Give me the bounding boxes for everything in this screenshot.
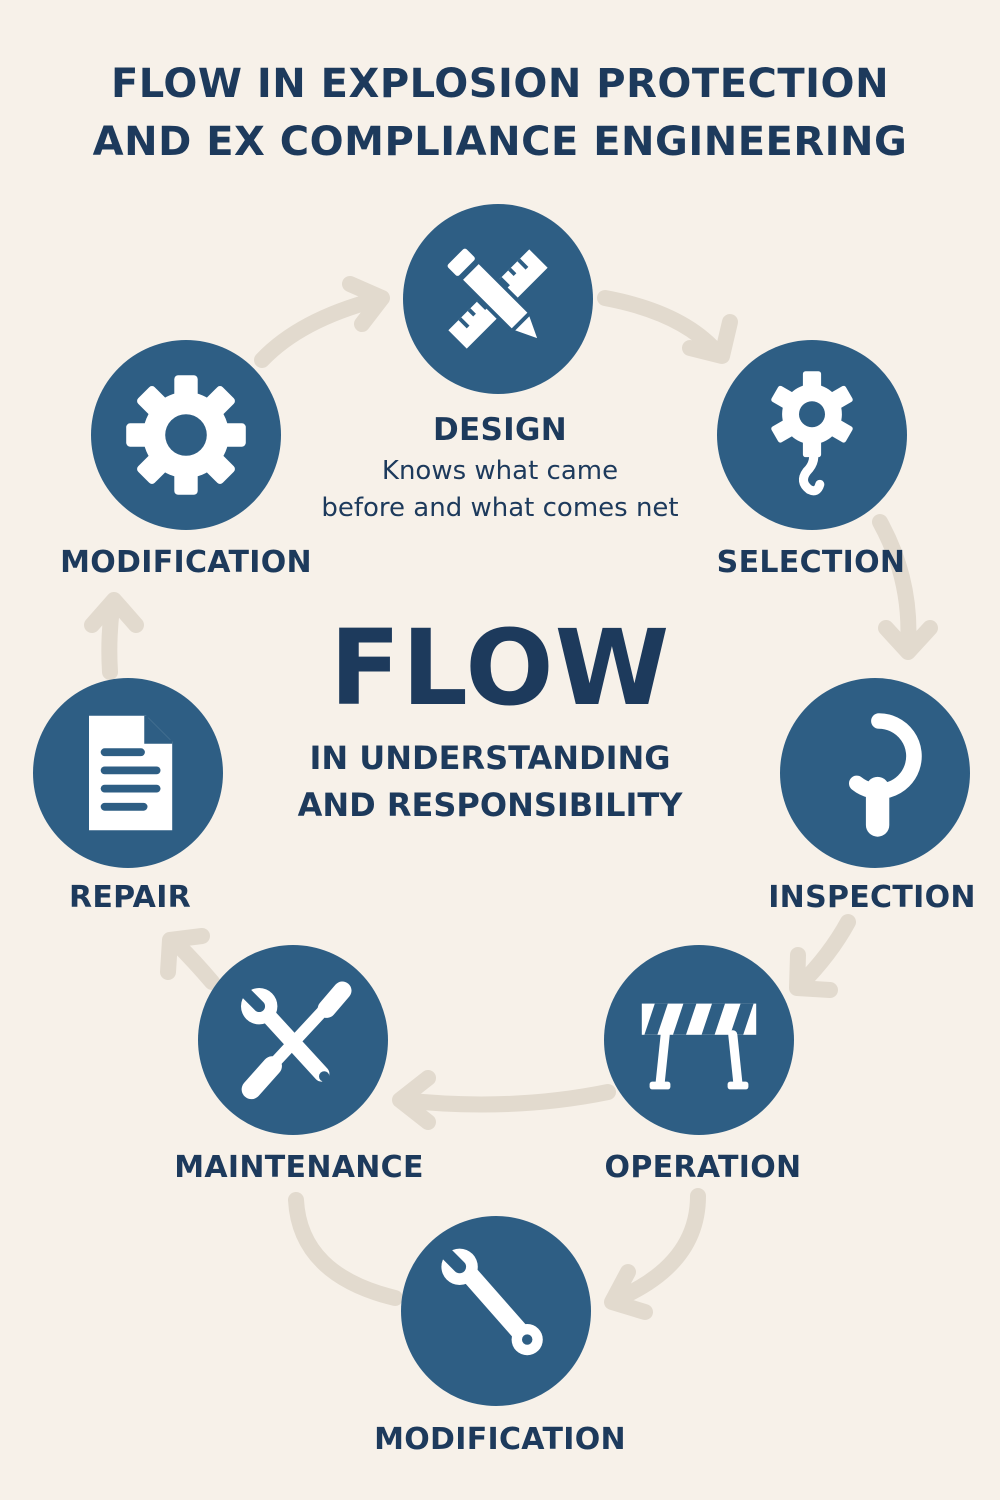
center-subheading-line-2: AND RESPONSIBILITY [297,786,683,824]
barrier-icon [641,1003,757,1090]
node-label-design: DESIGN [433,412,567,448]
node-label-repair: REPAIR [68,880,192,915]
document-icon [89,715,173,831]
center-headline: FLOW [329,607,671,729]
title-line-2: AND EX COMPLIANCE ENGINEERING [92,119,908,165]
wrench-screwdriver-icon [237,981,352,1100]
wrench-icon [437,1246,543,1356]
title-line-1: FLOW IN EXPLOSION PROTECTION [110,61,890,107]
arrow-modification-to-maintenance [288,1192,403,1306]
arrowhead-operation-to-maintenance [392,1070,436,1130]
node-selection [717,340,907,530]
gear-icon [126,375,246,495]
node-label-modification-top: MODIFICATION [60,545,312,580]
arrow-maintenance-to-repair [170,937,220,990]
gear-hook-icon [771,371,853,496]
arrowhead-design-to-selection [682,314,738,364]
design-description-line-1: Knows what came [381,456,619,486]
arrowhead-inspection-to-operation [789,947,838,998]
arrowhead-modification-to-design [342,276,390,332]
node-maintenance [198,945,388,1135]
magnifier-icon [849,713,922,837]
arrowhead-maintenance-to-repair [160,928,210,980]
node-label-inspection: INSPECTION [768,880,976,915]
pencil-ruler-icon [447,248,548,349]
node-modification-bottom [401,1216,591,1406]
arrow-design-to-selection [597,290,723,358]
arrowhead-operation-to-modification [604,1264,653,1320]
arrow-operation-to-modification [607,1188,706,1308]
node-inspection [780,678,970,868]
node-modification-top [91,340,281,530]
arrowhead-repair-to-modification [84,592,144,633]
node-label-operation: OPERATION [604,1150,802,1185]
node-label-maintenance: MAINTENANCE [174,1150,424,1185]
arrowhead-selection-to-inspection [878,620,938,660]
node-design [403,204,593,394]
center-subheading: IN UNDERSTANDING AND RESPONSIBILITY [0,735,980,829]
arrow-selection-to-inspection [872,514,917,653]
node-operation [604,945,794,1135]
node-repair [33,678,223,868]
design-description-line-2: before and what comes net [321,493,679,523]
center-subheading-line-1: IN UNDERSTANDING [309,739,671,777]
page-title: FLOW IN EXPLOSION PROTECTION AND EX COMP… [0,55,1000,171]
arrow-inspection-to-operation [792,914,856,993]
node-label-modification-bottom: MODIFICATION [374,1422,626,1457]
design-description: Knows what came before and what comes ne… [290,453,710,527]
node-label-selection: SELECTION [716,545,906,580]
arrow-modification-to-design [254,292,383,368]
arrow-operation-to-maintenance [394,1084,616,1113]
